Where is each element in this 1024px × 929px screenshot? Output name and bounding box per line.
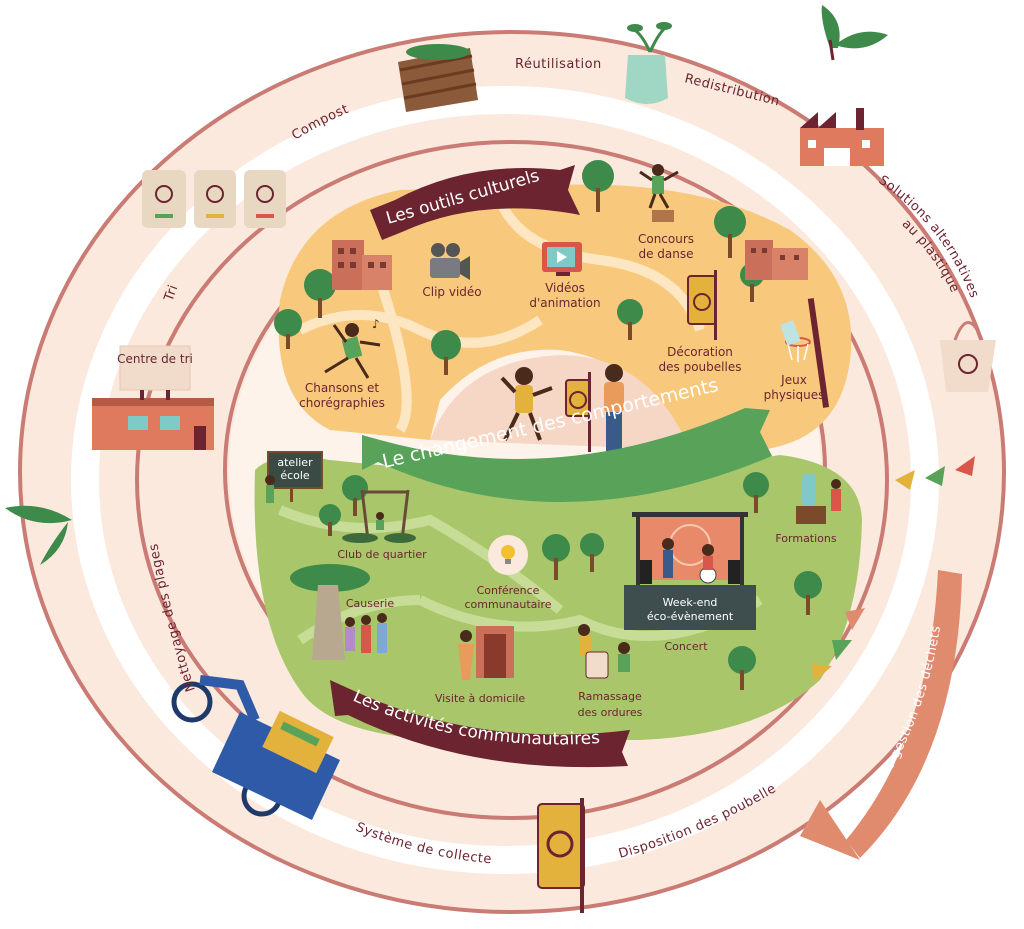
label-jeux: Jeux (780, 373, 807, 387)
building-icon (332, 240, 392, 290)
label-decoration: Décoration (667, 345, 733, 359)
label-formations: Formations (775, 532, 837, 545)
central-figures (500, 364, 624, 452)
label-concert: Concert (664, 640, 708, 653)
litter-pickup-scene (578, 624, 630, 679)
concert-stage (624, 512, 756, 630)
tv-screen-icon (542, 242, 582, 276)
banner-behaviour-change (362, 408, 772, 503)
compost-bag-icon (142, 170, 286, 228)
playground-swing-icon (342, 489, 416, 543)
label-concours: Concours (638, 232, 694, 246)
label-atelier: atelier (277, 456, 313, 469)
label-ramassage: Ramassage (578, 690, 642, 703)
collection-bin-icon (537, 798, 585, 913)
causerie-group (345, 613, 387, 653)
label-visite-domicile: Visite à domicile (435, 692, 526, 705)
sorting-centre-building (92, 345, 214, 450)
basketball-hoop-icon (780, 298, 830, 408)
waste-management-arrow (800, 570, 962, 860)
label-des-ordures: des ordures (578, 706, 643, 719)
home-visit-scene (458, 626, 514, 680)
decorated-bin-icon (687, 270, 717, 340)
leaf-icon (821, 5, 888, 61)
plastic-bottle-planter-icon (625, 22, 672, 104)
dancer-figure (639, 164, 679, 222)
label-conference: Conférence (477, 584, 540, 597)
label-chansons: Chansons et (305, 381, 380, 395)
video-camera-icon (430, 243, 470, 280)
zone-paths (297, 197, 705, 433)
svg-text:♪: ♪ (372, 317, 380, 331)
label-reutilisation: Réutilisation (515, 57, 602, 72)
label-centre-tri: Centre de tri (117, 352, 193, 366)
compost-crate-icon (398, 44, 478, 112)
label-physiques: physiques (764, 388, 825, 402)
label-ecole: école (280, 469, 310, 482)
dancer-figure: ♪ (324, 317, 381, 379)
banner-cultural-tools (370, 165, 580, 240)
label-animation: d'animation (529, 296, 600, 310)
label-clip-video: Clip vidéo (422, 285, 481, 299)
factory-icon (800, 108, 884, 166)
label-tri: Tri (161, 283, 181, 305)
label-week-end: Week-end (663, 596, 718, 609)
building-icon (745, 240, 808, 280)
leaf-icon (5, 505, 72, 565)
cultural-tools-zone (278, 184, 852, 450)
collection-tricycle-icon (171, 675, 340, 820)
baobab-tree-icon (290, 564, 370, 660)
light-bulb-icon (488, 535, 528, 575)
label-de-danse: de danse (638, 247, 693, 261)
tote-bag-icon (940, 321, 996, 392)
label-choregraphies: chorégraphies (299, 396, 385, 410)
label-des-poubelles: des poubelles (659, 360, 742, 374)
label-videos: Vidéos (545, 281, 585, 295)
label-causerie: Causerie (346, 597, 394, 610)
label-communautaire: communautaire (464, 598, 551, 611)
flow-arrow-icon (812, 456, 975, 682)
label-club-quartier: Club de quartier (337, 548, 427, 561)
banner-community-activities (330, 680, 630, 768)
training-scene (796, 474, 841, 524)
label-eco-evenement: éco-évènement (647, 610, 734, 623)
chalkboard-icon (265, 451, 323, 503)
